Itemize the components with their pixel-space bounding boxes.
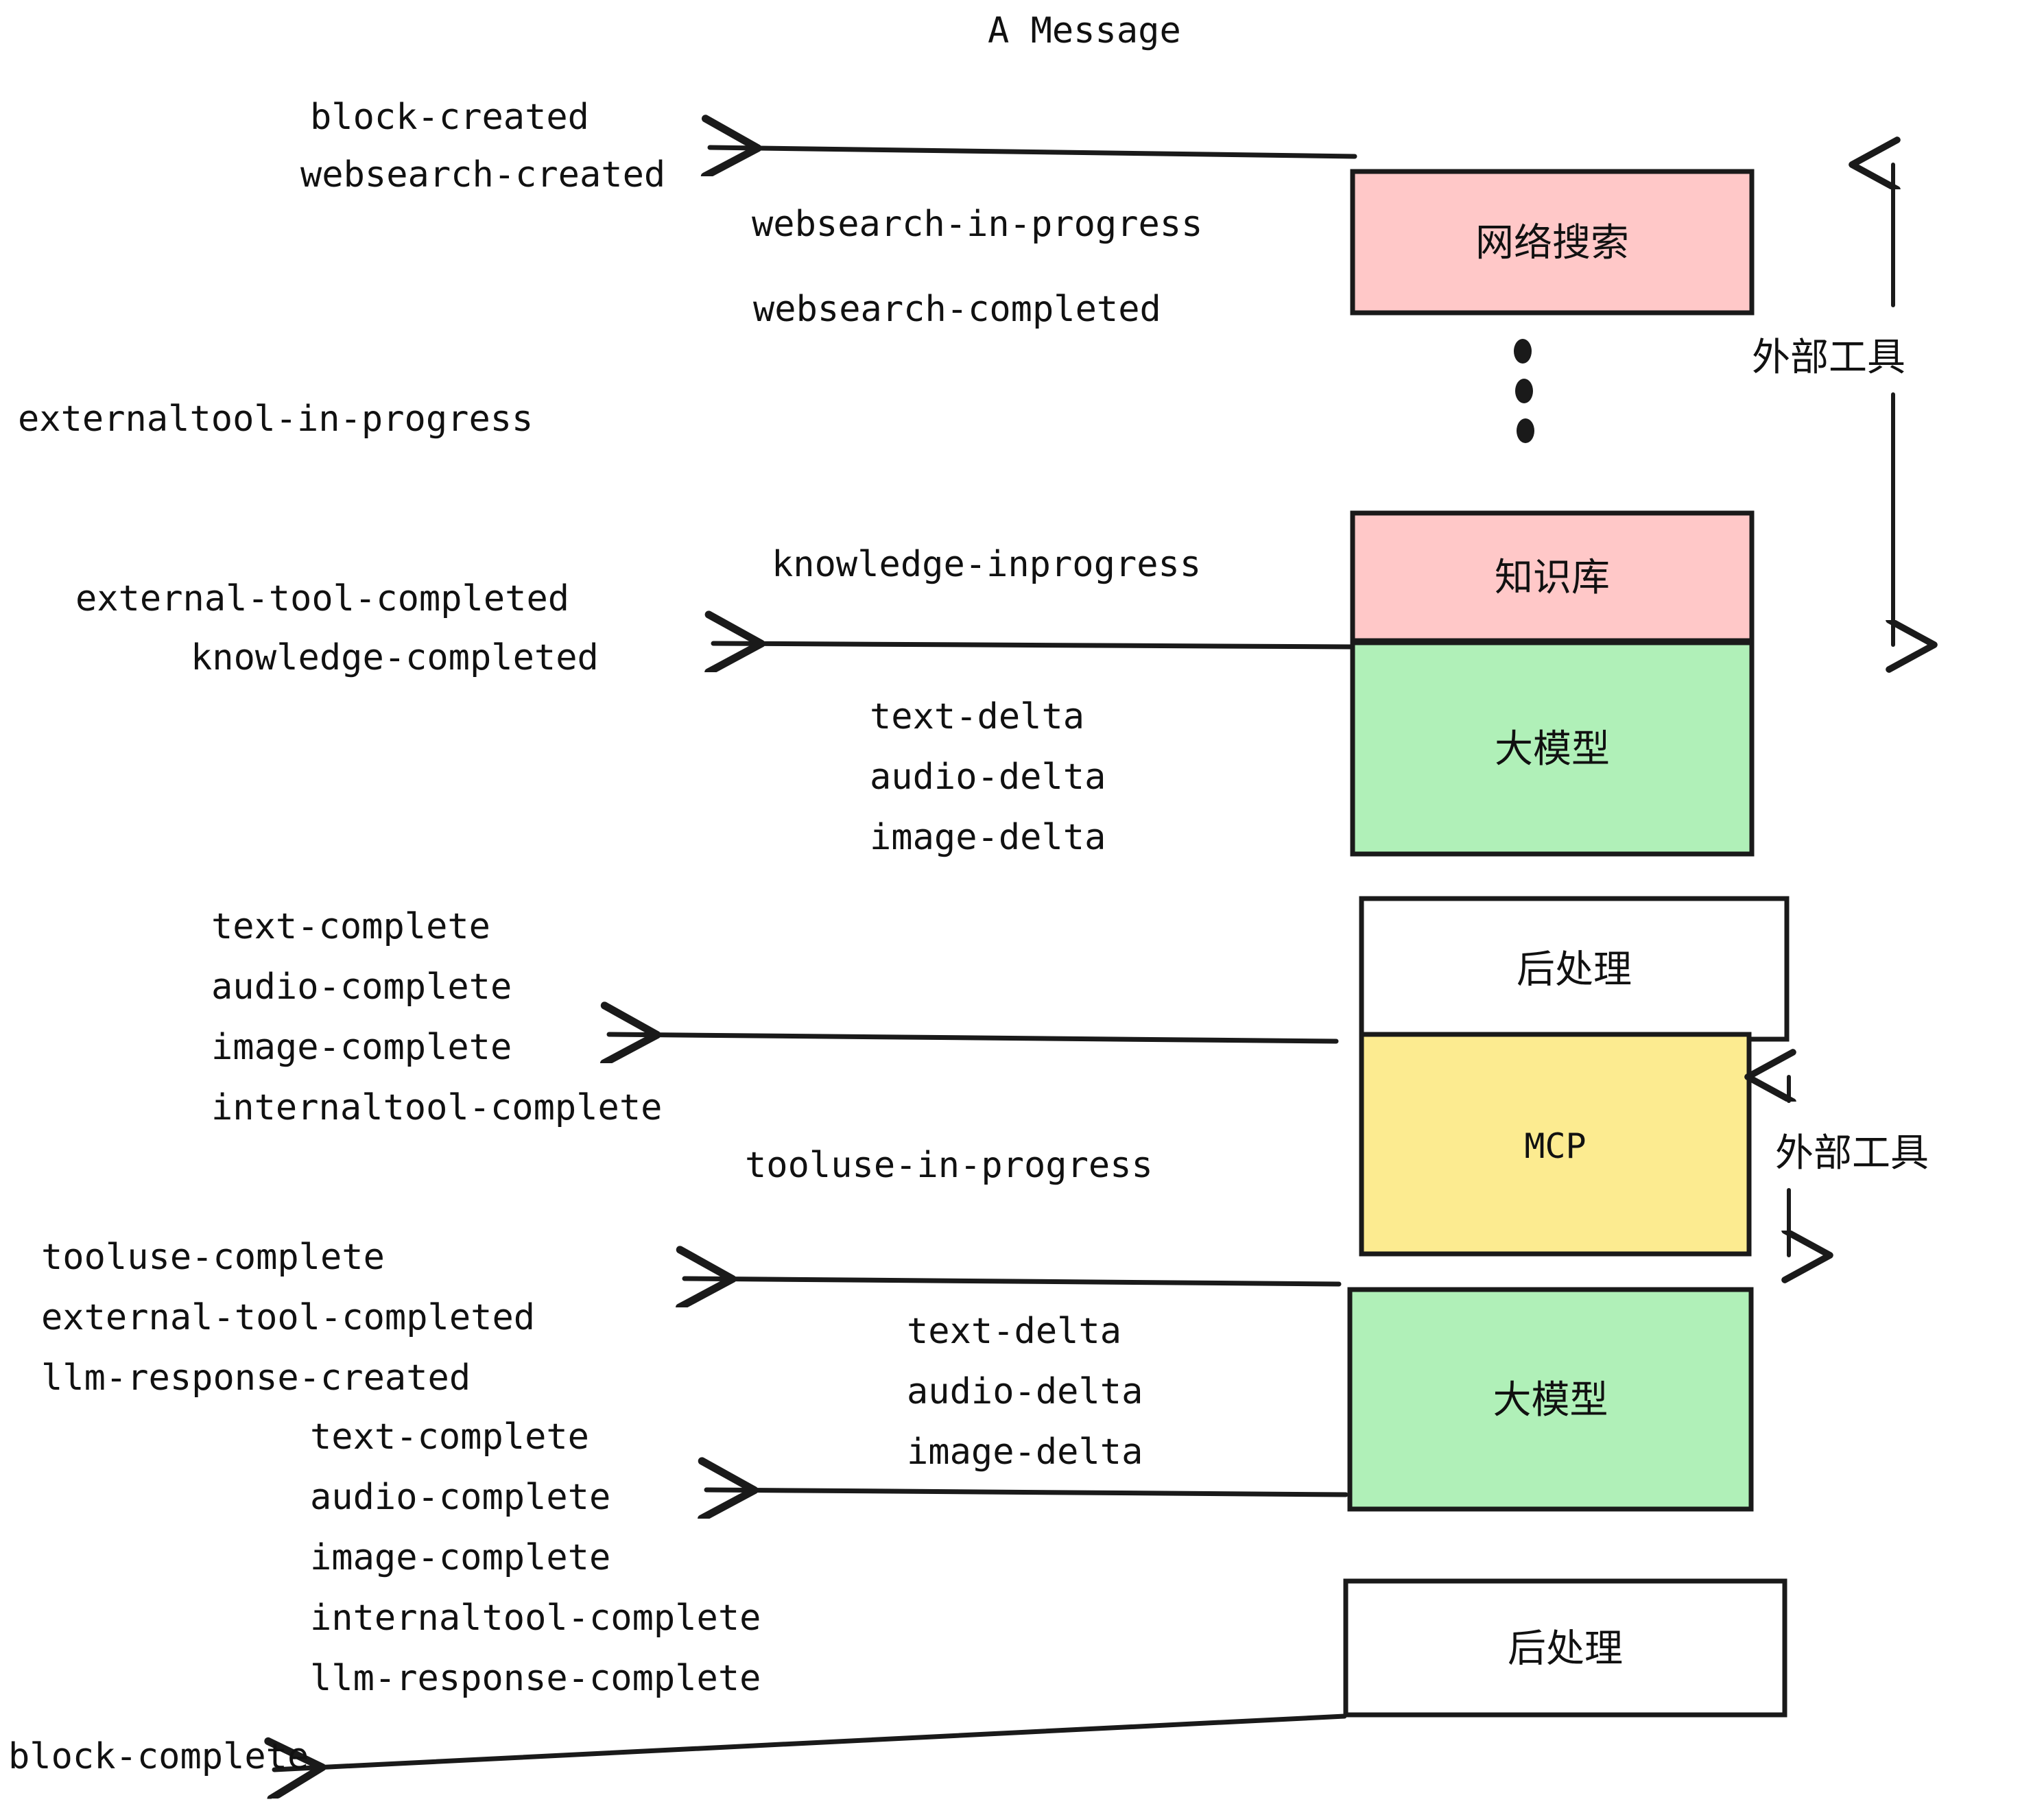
node-mcp[interactable]: MCP xyxy=(1359,1032,1752,1257)
event-label: external-tool-completed xyxy=(75,578,569,619)
event-label: external-tool-completed xyxy=(41,1297,535,1338)
event-label: tooluse-complete xyxy=(41,1237,385,1278)
external-tools-top-label: 外部工具 xyxy=(1752,335,1905,380)
node-knowledge[interactable]: 知识库 xyxy=(1350,510,1755,643)
event-label: text-complete xyxy=(310,1416,589,1458)
event-label: knowledge-completed xyxy=(191,637,599,678)
event-label: block-complete xyxy=(8,1736,309,1777)
node-llm-1[interactable]: 大模型 xyxy=(1350,640,1755,857)
arrow-block-complete xyxy=(274,1713,1347,1770)
event-label-group: block-created websearch-created websearch-… xyxy=(8,97,1202,1777)
node-postprocess-2-rect[interactable] xyxy=(1343,1578,1787,1718)
event-label: internaltool-complete xyxy=(211,1087,662,1128)
node-postprocess-2-label: 后处理 xyxy=(1508,1627,1623,1672)
arrow-audio-complete xyxy=(706,1490,1348,1495)
event-label: audio-complete xyxy=(310,1477,610,1518)
event-label: websearch-created xyxy=(300,154,665,195)
event-label: audio-complete xyxy=(211,966,512,1008)
node-websearch-rect[interactable] xyxy=(1350,169,1755,316)
event-label: image-delta xyxy=(907,1432,1143,1473)
vertical-ellipsis-icon xyxy=(1514,339,1534,443)
node-llm-1-label: 大模型 xyxy=(1495,727,1610,772)
arrow-knowledge-done xyxy=(713,643,1355,647)
ellipsis-dot xyxy=(1517,418,1534,443)
event-label: externaltool-in-progress xyxy=(18,399,533,440)
node-llm-2[interactable]: 大模型 xyxy=(1347,1287,1754,1512)
page-title: A Message xyxy=(988,10,1181,51)
event-label: image-delta xyxy=(870,817,1106,858)
event-label: image-complete xyxy=(310,1537,610,1578)
node-group: 网络搜索 知识库 大模型 后处理 MCP 大模型 xyxy=(1343,169,1790,1718)
arrow-block-created xyxy=(710,147,1357,156)
event-label: block-created xyxy=(310,97,589,138)
event-label: knowledge-inprogress xyxy=(772,544,1201,585)
event-label: websearch-in-progress xyxy=(752,204,1202,245)
node-postprocess-2[interactable]: 后处理 xyxy=(1343,1578,1787,1718)
side-group-external-tools-top: 外部工具 xyxy=(1752,165,1905,645)
node-postprocess-1-rect[interactable] xyxy=(1359,896,1790,1042)
event-label: llm-response-created xyxy=(41,1357,471,1399)
event-label: internaltool-complete xyxy=(310,1598,761,1639)
node-websearch-label: 网络搜索 xyxy=(1475,221,1629,265)
arrow-image-complete xyxy=(609,1034,1339,1041)
event-label: text-delta xyxy=(907,1311,1121,1352)
ellipsis-dot xyxy=(1514,339,1532,364)
event-label: image-complete xyxy=(211,1027,512,1068)
event-label: llm-response-complete xyxy=(310,1658,761,1699)
event-label: text-complete xyxy=(211,906,490,947)
node-knowledge-label: 知识库 xyxy=(1495,556,1610,600)
event-arrow-group xyxy=(274,147,1357,1770)
node-websearch[interactable]: 网络搜索 xyxy=(1350,169,1755,316)
node-llm-1-rect[interactable] xyxy=(1350,640,1755,857)
event-label: audio-delta xyxy=(907,1371,1143,1412)
node-knowledge-rect[interactable] xyxy=(1350,510,1755,643)
node-mcp-label: MCP xyxy=(1524,1126,1586,1166)
event-label: text-delta xyxy=(870,696,1084,737)
event-label: audio-delta xyxy=(870,757,1106,798)
node-mcp-rect[interactable] xyxy=(1359,1032,1752,1257)
ellipsis-dot xyxy=(1515,379,1533,403)
external-tools-bottom-label: 外部工具 xyxy=(1775,1131,1929,1176)
side-group-external-tools-bottom: 外部工具 xyxy=(1775,1077,1929,1255)
arrow-tooluse-complete xyxy=(685,1279,1342,1284)
node-llm-2-label: 大模型 xyxy=(1493,1378,1608,1423)
node-llm-2-rect[interactable] xyxy=(1347,1287,1754,1512)
node-postprocess-1-label: 后处理 xyxy=(1517,948,1632,993)
node-postprocess-1[interactable]: 后处理 xyxy=(1359,896,1790,1042)
event-label: tooluse-in-progress xyxy=(745,1145,1153,1186)
event-label: websearch-completed xyxy=(753,289,1161,330)
